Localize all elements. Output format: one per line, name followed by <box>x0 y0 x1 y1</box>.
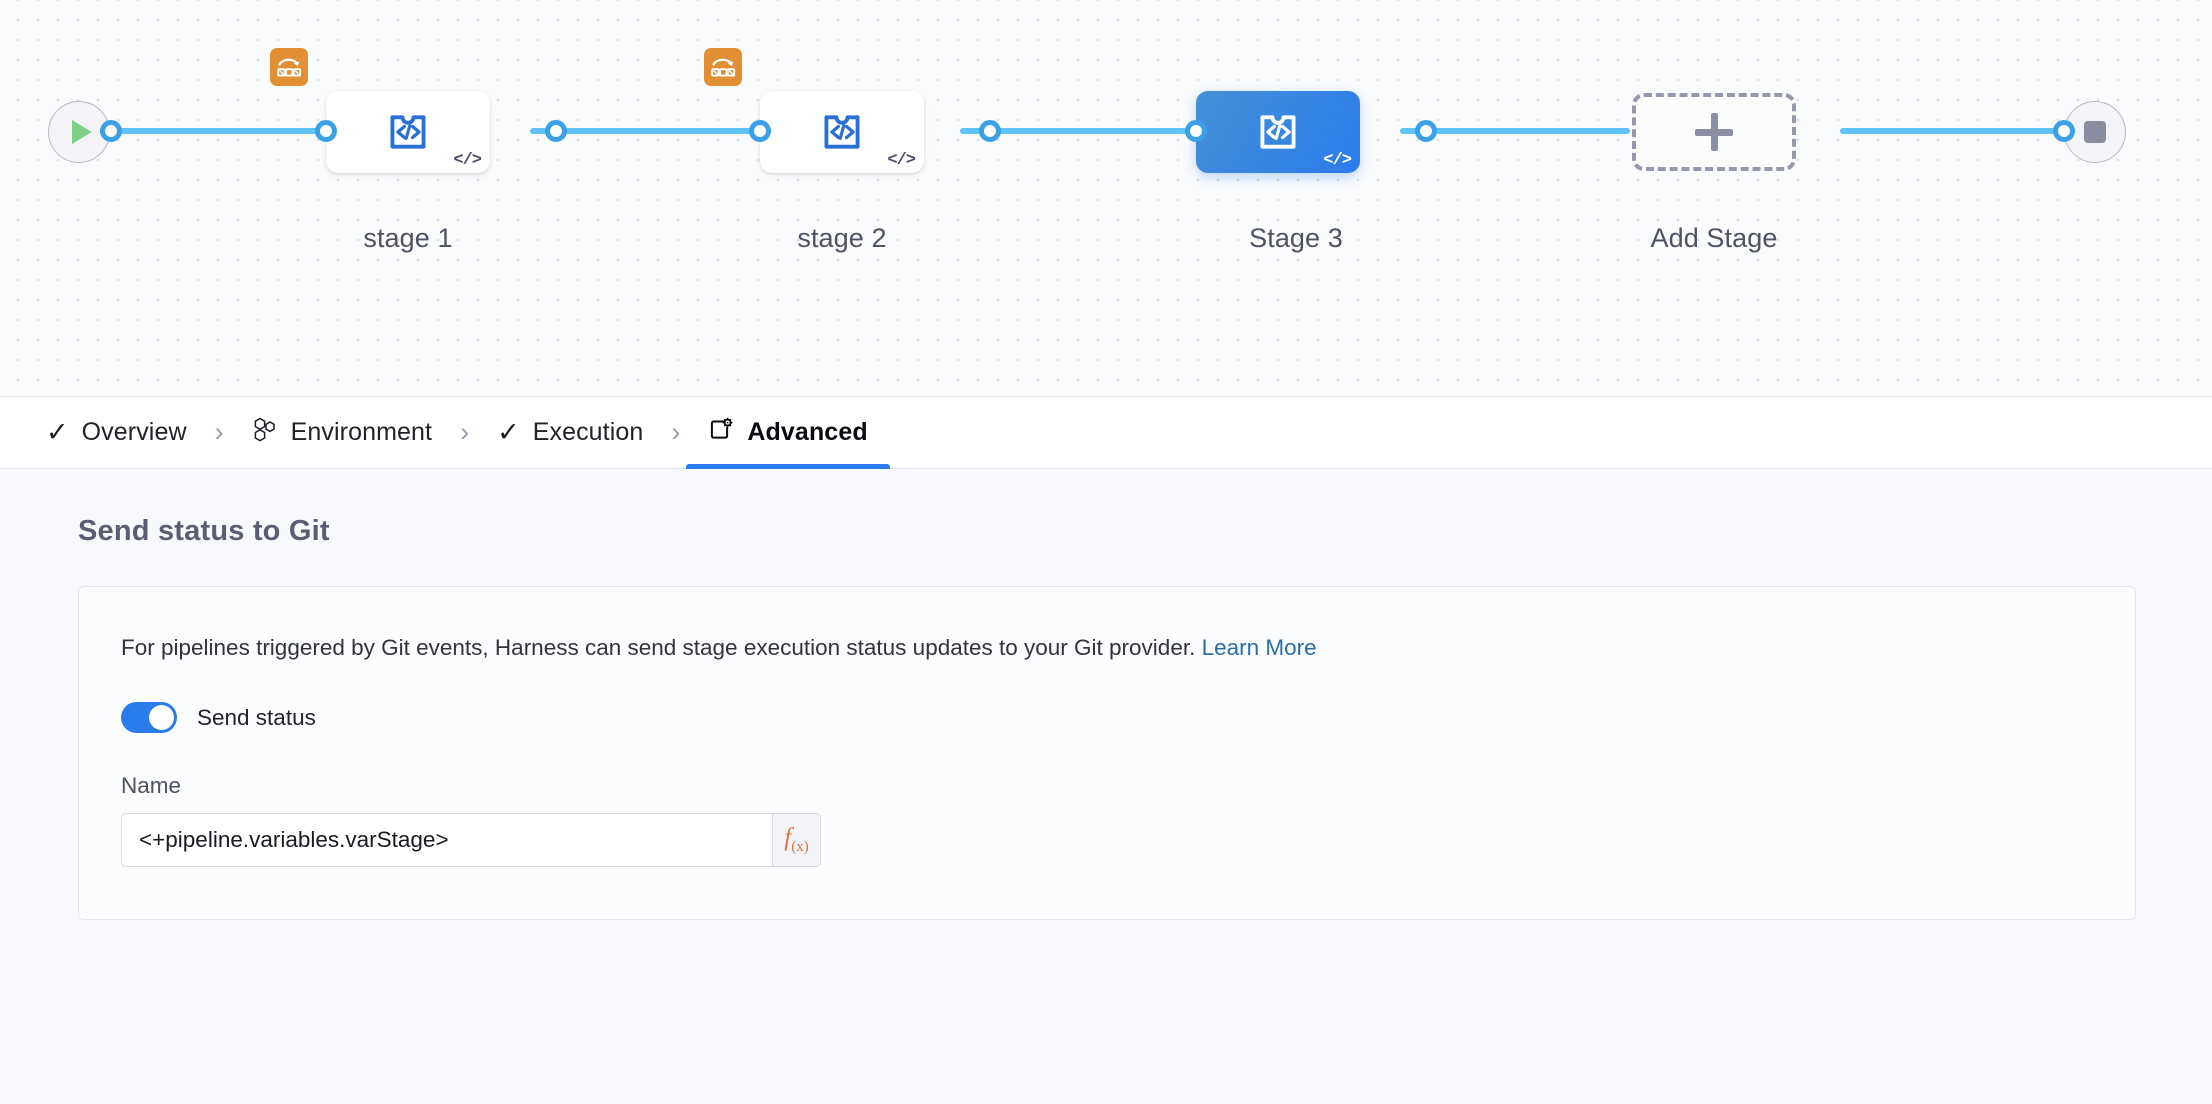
connector-start-to-stage1 <box>110 128 330 134</box>
tab-execution[interactable]: ✓ Execution <box>475 397 665 468</box>
add-stage-label: Add Stage <box>1650 223 1778 253</box>
matrix-loop-icon <box>711 58 736 77</box>
toggle-knob <box>149 705 174 731</box>
code-icon: </> <box>453 151 482 170</box>
port-stage3-out[interactable] <box>1415 120 1437 142</box>
name-input[interactable] <box>122 814 772 867</box>
matrix-badge-stage-2[interactable] <box>704 48 742 86</box>
port-end-in[interactable] <box>2053 120 2075 142</box>
custom-stage-icon <box>824 115 860 149</box>
plus-icon-vertical <box>1710 113 1718 151</box>
name-field-wrapper: f(x) <box>121 813 821 868</box>
matrix-loop-icon <box>277 58 302 77</box>
tab-execution-label: Execution <box>532 418 644 446</box>
stage-card-1[interactable]: </> <box>326 91 490 173</box>
code-icon: </> <box>1323 151 1352 170</box>
send-status-toggle[interactable] <box>121 702 177 734</box>
port-stage1-out[interactable] <box>545 120 567 142</box>
stage-config-tabbar: ✓ Overview › Environment › ✓ Execution ›… <box>0 397 2212 469</box>
pipeline-canvas[interactable]: </> stage 1 </> <box>0 0 2212 397</box>
page-title: Send status to Git <box>78 515 330 547</box>
matrix-badge-stage-1[interactable] <box>270 48 308 86</box>
play-icon <box>71 120 92 144</box>
settings-card-icon <box>708 417 734 448</box>
port-stage3-in[interactable] <box>1185 120 1207 142</box>
tab-overview-label: Overview <box>81 418 187 446</box>
custom-stage-icon <box>390 115 426 149</box>
learn-more-link[interactable]: Learn More <box>1201 635 1317 660</box>
advanced-panel: Send status to Git For pipelines trigger… <box>0 469 2212 1104</box>
tab-advanced-label: Advanced <box>747 418 868 446</box>
name-field-label: Name <box>121 773 182 799</box>
check-icon: ✓ <box>497 417 520 447</box>
stage-card-3[interactable]: </> <box>1196 91 1360 173</box>
expression-toggle-button[interactable]: f(x) <box>772 814 820 867</box>
stage-label-1: stage 1 <box>363 223 453 253</box>
port-start-out[interactable] <box>100 120 122 142</box>
send-status-toggle-row: Send status <box>121 702 2093 734</box>
port-stage2-out[interactable] <box>979 120 1001 142</box>
port-stage2-in[interactable] <box>749 120 771 142</box>
stop-icon <box>2084 121 2106 143</box>
add-stage-button[interactable] <box>1632 93 1796 171</box>
connector-stage2-to-stage3 <box>960 128 1190 134</box>
send-status-card: For pipelines triggered by Git events, H… <box>78 586 2136 921</box>
connector-addstage-to-end <box>1840 128 2070 134</box>
tab-separator-2: › <box>460 417 470 447</box>
stage-card-2[interactable]: </> <box>760 91 924 173</box>
fx-icon: f(x) <box>784 824 809 856</box>
send-status-toggle-label: Send status <box>197 704 316 730</box>
tab-advanced[interactable]: Advanced <box>686 397 891 469</box>
tab-separator-1: › <box>214 417 224 447</box>
tab-overview[interactable]: ✓ Overview <box>24 397 209 468</box>
code-icon: </> <box>887 151 916 170</box>
connector-stage3-to-addstage <box>1400 128 1630 134</box>
stage-label-3: Stage 3 <box>1249 223 1343 253</box>
port-stage1-in[interactable] <box>315 120 337 142</box>
check-icon: ✓ <box>46 417 69 447</box>
tab-environment[interactable]: Environment <box>230 397 454 468</box>
custom-stage-icon <box>1260 115 1296 149</box>
stage-label-2: stage 2 <box>797 223 887 253</box>
tab-environment-label: Environment <box>290 418 433 446</box>
connector-stage1-to-stage2 <box>530 128 760 134</box>
tab-separator-3: › <box>671 417 681 447</box>
help-text: For pipelines triggered by Git events, H… <box>121 633 2093 662</box>
help-text-body: For pipelines triggered by Git events, H… <box>121 635 1196 660</box>
hexagons-icon <box>252 417 278 448</box>
